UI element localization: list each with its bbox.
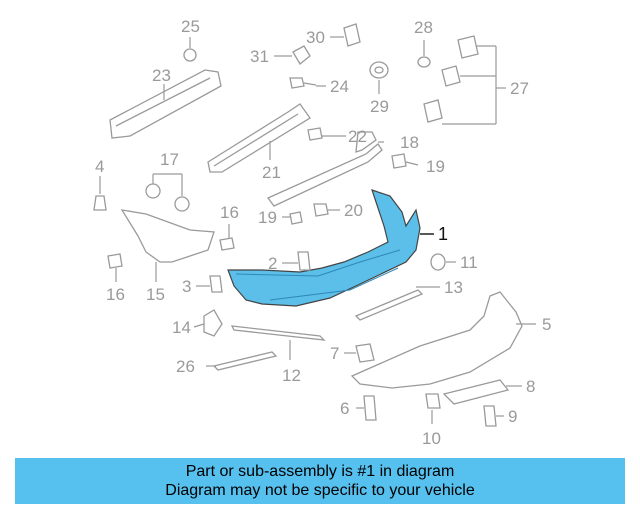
callout-20: 20 bbox=[344, 201, 363, 220]
callout-30: 30 bbox=[306, 28, 325, 47]
part-23-bar bbox=[109, 69, 222, 139]
banner-line-2: Diagram may not be specific to your vehi… bbox=[165, 482, 475, 499]
callout-27: 27 bbox=[510, 79, 529, 98]
leader-lines bbox=[99, 36, 536, 424]
part-26-strip bbox=[212, 351, 278, 371]
part-16-bolt-left bbox=[107, 253, 123, 269]
part-27-sensors bbox=[423, 35, 479, 123]
part-1-bumper-cover bbox=[227, 189, 421, 307]
part-31-clip bbox=[292, 45, 311, 65]
callout-13: 13 bbox=[444, 278, 463, 297]
part-14-bracket bbox=[203, 309, 223, 337]
part-6-bolt bbox=[363, 395, 377, 421]
part-bracket-strip bbox=[266, 143, 383, 207]
callout-1: 1 bbox=[438, 224, 448, 244]
part-3-bolt bbox=[209, 275, 223, 293]
callout-11: 11 bbox=[460, 253, 478, 272]
callout-24: 24 bbox=[330, 77, 349, 96]
callout-29: 29 bbox=[370, 97, 389, 116]
callout-28: 28 bbox=[414, 18, 433, 37]
part-4-clip bbox=[93, 195, 107, 211]
callout-21: 21 bbox=[262, 163, 281, 182]
callout-15: 15 bbox=[146, 285, 165, 304]
part-11-clip bbox=[430, 253, 446, 271]
callout-12: 12 bbox=[282, 366, 301, 385]
callout-4: 4 bbox=[95, 157, 104, 176]
part-13-strip bbox=[354, 289, 424, 321]
callout-22: 22 bbox=[348, 127, 367, 146]
part-28-clip bbox=[417, 56, 431, 68]
part-18-bracket bbox=[355, 131, 377, 153]
part-7-clip bbox=[355, 343, 375, 363]
callout-7: 7 bbox=[330, 344, 339, 363]
part-2-bolt bbox=[297, 251, 311, 271]
callout-31: 31 bbox=[250, 47, 269, 66]
part-19-bolt bbox=[391, 153, 407, 169]
part-22-bolt bbox=[307, 127, 323, 141]
callout-19-upper: 19 bbox=[426, 157, 445, 176]
part-19b-bolt bbox=[289, 211, 303, 225]
part-25-clip bbox=[183, 48, 197, 62]
callout-5: 5 bbox=[542, 315, 551, 334]
callout-23: 23 bbox=[152, 66, 171, 85]
callout-3: 3 bbox=[182, 277, 191, 296]
part-24-bolt bbox=[289, 77, 317, 89]
part-21-absorber bbox=[207, 103, 311, 173]
callout-26: 26 bbox=[176, 357, 195, 376]
banner-line-1: Part or sub-assembly is #1 in diagram bbox=[185, 463, 455, 480]
callout-16-left: 16 bbox=[106, 285, 125, 304]
callout-9: 9 bbox=[508, 407, 517, 426]
callout-10: 10 bbox=[422, 429, 441, 448]
part-15-panel bbox=[120, 209, 215, 263]
callout-19-lower: 19 bbox=[258, 208, 277, 227]
callout-18: 18 bbox=[400, 133, 419, 152]
part-8-plate bbox=[442, 379, 510, 405]
callout-14: 14 bbox=[172, 318, 191, 337]
part-10-clip bbox=[425, 393, 441, 409]
part-12-molding bbox=[230, 325, 326, 341]
callout-6: 6 bbox=[340, 399, 349, 418]
part-5-diffuser bbox=[350, 291, 523, 389]
part-20-nut bbox=[313, 203, 329, 217]
part-29-grommet bbox=[369, 61, 389, 79]
parts-diagram: 25 23 31 30 24 29 28 27 22 18 19 21 17 4… bbox=[93, 17, 551, 448]
callout-17: 17 bbox=[160, 150, 179, 169]
callout-16-right: 16 bbox=[220, 203, 239, 222]
info-banner: Part or sub-assembly is #1 in diagram Di… bbox=[15, 458, 625, 504]
part-16-bolt-right bbox=[219, 237, 235, 251]
callout-2: 2 bbox=[268, 254, 277, 273]
callout-8: 8 bbox=[526, 377, 535, 396]
part-30-clip bbox=[343, 23, 361, 47]
callout-25: 25 bbox=[181, 17, 200, 36]
part-9-bolt bbox=[483, 405, 497, 427]
